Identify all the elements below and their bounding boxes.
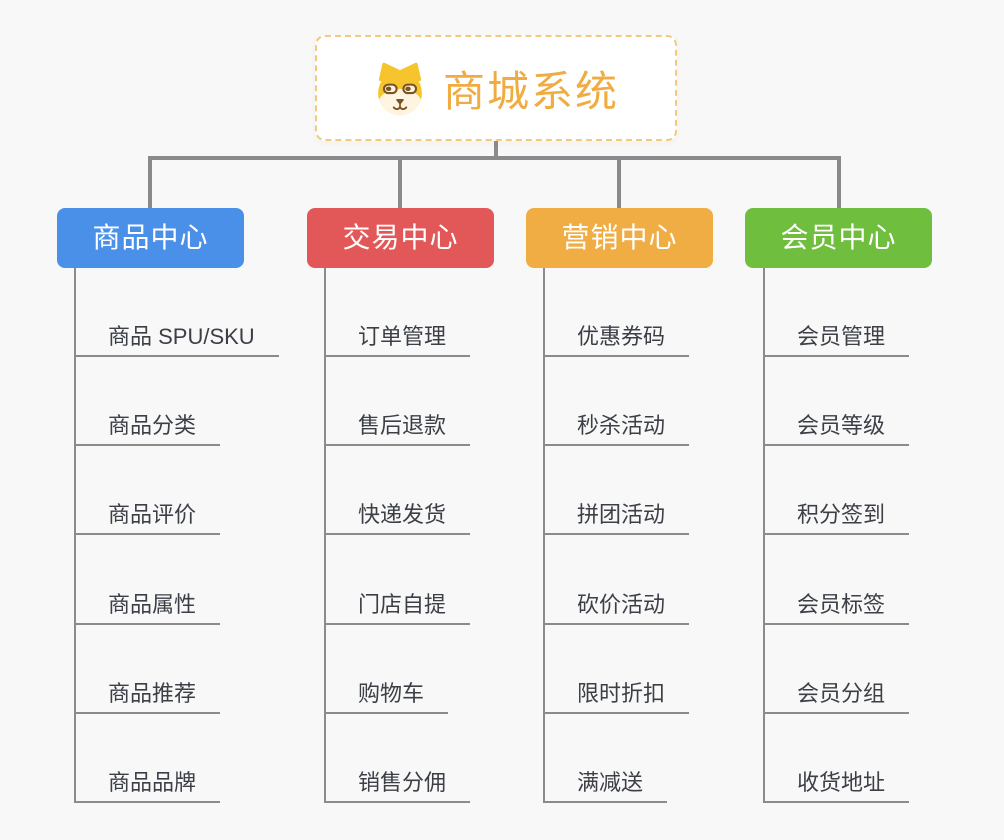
leaf-node[interactable]: 满减送 [543, 765, 668, 803]
leaf-node[interactable]: 订单管理 [324, 319, 471, 357]
leaf-node[interactable]: 优惠券码 [543, 319, 690, 357]
leaf-node[interactable]: 商品评价 [74, 497, 221, 535]
leaf-node[interactable]: 会员标签 [763, 587, 910, 625]
connector-root-stem [494, 139, 498, 158]
branch-node-marketing-center[interactable]: 营销中心 [526, 208, 713, 268]
connector-trunk-trade [324, 268, 326, 803]
connector-drop-marketing [617, 156, 621, 210]
root-node-title: 商城系统 [442, 67, 619, 115]
connector-horizontal-bar [148, 156, 841, 160]
connector-drop-product [148, 156, 152, 210]
connector-drop-trade [398, 156, 402, 210]
leaf-node[interactable]: 砍价活动 [543, 587, 690, 625]
leaf-node[interactable]: 商品 SPU/SKU [74, 319, 279, 357]
leaf-node[interactable]: 会员管理 [763, 319, 910, 357]
leaf-node[interactable]: 拼团活动 [543, 497, 690, 535]
branch-node-trade-center[interactable]: 交易中心 [307, 208, 494, 268]
leaf-node[interactable]: 限时折扣 [543, 676, 690, 714]
root-node[interactable]: 商城系统 [315, 35, 677, 141]
leaf-node[interactable]: 购物车 [324, 676, 449, 714]
leaf-node[interactable]: 商品分类 [74, 408, 221, 446]
shiba-dog-icon [378, 62, 422, 115]
connector-drop-member [837, 156, 841, 210]
leaf-node[interactable]: 商品品牌 [74, 765, 221, 803]
leaf-node[interactable]: 会员等级 [763, 408, 910, 446]
leaf-node[interactable]: 商品属性 [74, 587, 221, 625]
connector-trunk-member [763, 268, 765, 803]
leaf-node[interactable]: 会员分组 [763, 676, 910, 714]
leaf-node[interactable]: 门店自提 [324, 587, 471, 625]
leaf-node[interactable]: 售后退款 [324, 408, 471, 446]
leaf-node[interactable]: 积分签到 [763, 497, 910, 535]
branch-node-product-center[interactable]: 商品中心 [57, 208, 244, 268]
connector-trunk-marketing [543, 268, 545, 803]
leaf-node[interactable]: 秒杀活动 [543, 408, 690, 446]
leaf-node[interactable]: 收货地址 [763, 765, 910, 803]
leaf-node[interactable]: 销售分佣 [324, 765, 471, 803]
connector-trunk-product [74, 268, 76, 803]
leaf-node[interactable]: 快递发货 [324, 497, 471, 535]
branch-node-member-center[interactable]: 会员中心 [745, 208, 932, 268]
leaf-node[interactable]: 商品推荐 [74, 676, 221, 714]
